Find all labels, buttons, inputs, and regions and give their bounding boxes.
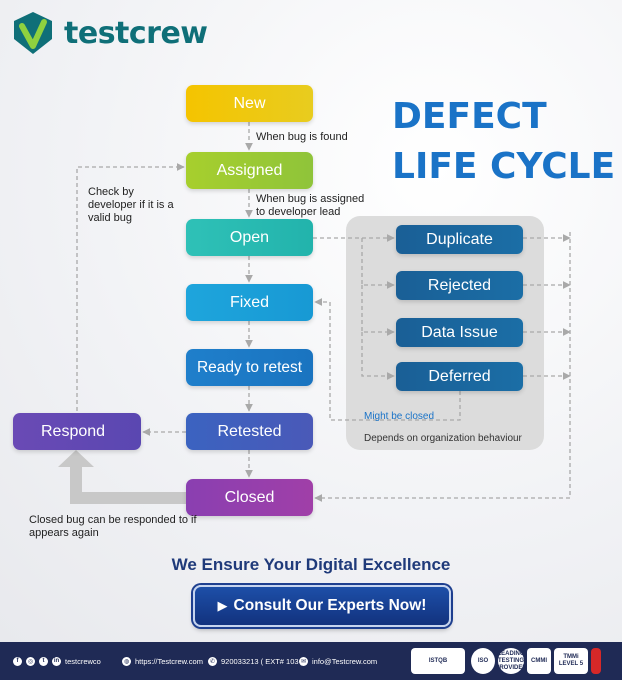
label-depends: Depends on organization behaviour [364, 433, 522, 444]
tagline: We Ensure Your Digital Excellence [171, 555, 451, 574]
stage-closed: Closed [186, 479, 313, 516]
consult-experts-button[interactable]: ▶ Consult Our Experts Now! [193, 585, 451, 627]
stage-respond: Respond [13, 413, 141, 450]
stage-open: Open [186, 219, 313, 256]
label-closed-responded: Closed bug can be responded to if appear… [29, 514, 197, 539]
stage-deferred: Deferred [396, 362, 523, 391]
website-text: https://Testcrew.com [135, 656, 203, 666]
social-links: f ◎ t in testcrewco [13, 642, 101, 680]
label-when-found: When bug is found [256, 131, 348, 143]
diagram-title: DEFECT LIFE CYCLE [392, 92, 617, 192]
linkedin-icon[interactable]: in [52, 656, 61, 666]
red-badge-icon [591, 648, 601, 674]
mail-icon: ✉ [299, 656, 308, 666]
istqb-badge: ISTQB [411, 648, 465, 674]
stage-new: New [186, 85, 313, 122]
stage-ready-to-retest: Ready to retest [186, 349, 313, 386]
label-check-valid: Check by developer if it is a valid bug [88, 186, 174, 224]
label-might-be-closed: Might be closed [364, 411, 435, 422]
website-link[interactable]: ◍ https://Testcrew.com [122, 642, 203, 680]
stage-duplicate: Duplicate [396, 225, 523, 254]
label-when-assigned: When bug is assigned to developer lead [256, 193, 365, 218]
phone-info: ✆ 920033213 ( EXT# 103 ) [208, 642, 303, 680]
cta-label: Consult Our Experts Now! [233, 597, 427, 614]
tmmi-badge: TMMi LEVEL 5 [554, 648, 588, 674]
iso-badge: ISO [471, 648, 495, 674]
stage-retested: Retested [186, 413, 313, 450]
phone-text: 920033213 ( EXT# 103 ) [221, 656, 304, 666]
shield-logo-icon [14, 12, 52, 54]
email-text: info@Testcrew.com [312, 656, 378, 666]
stage-rejected: Rejected [396, 271, 523, 300]
phone-icon: ✆ [208, 656, 217, 666]
brand-logo: testcrew [10, 10, 208, 56]
title-line-2: LIFE CYCLE [392, 146, 616, 187]
social-handle: testcrewco [65, 656, 101, 666]
footer-bar: f ◎ t in testcrewco ◍ https://Testcrew.c… [0, 642, 622, 680]
logo-text: testcrew [64, 15, 208, 51]
cmmi-badge: CMMI [527, 648, 551, 674]
title-line-1: DEFECT [392, 96, 547, 137]
reopen-thick-arrow [58, 450, 186, 504]
facebook-icon[interactable]: f [13, 656, 22, 666]
twitter-icon[interactable]: t [39, 656, 48, 666]
email-link[interactable]: ✉ info@Testcrew.com [299, 642, 377, 680]
leading-provider-badge: LEADING TESTING PROVIDER [495, 648, 527, 674]
globe-icon: ◍ [122, 656, 131, 666]
play-arrow-icon: ▶ [217, 598, 228, 613]
stage-assigned: Assigned [186, 152, 313, 189]
instagram-icon[interactable]: ◎ [26, 656, 35, 666]
stage-data-issue: Data Issue [396, 318, 523, 347]
flow-connectors [58, 122, 571, 504]
stage-fixed: Fixed [186, 284, 313, 321]
